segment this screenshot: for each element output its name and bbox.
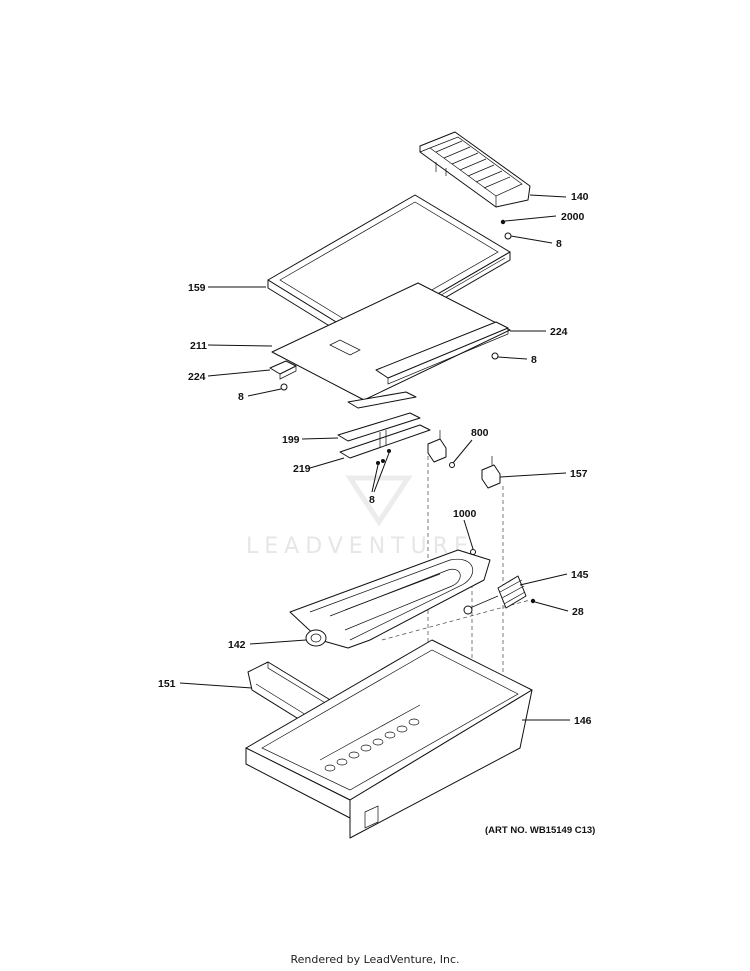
part-219-rail[interactable] (339, 424, 431, 459)
callout-219: 219 (293, 463, 311, 475)
watermark-text: LEADVENTURE (246, 534, 474, 559)
part-224-support-bracket-right[interactable] (375, 321, 509, 385)
callout-28: 28 (572, 606, 584, 618)
callout-159: 159 (188, 282, 206, 294)
callout-8: 8 (556, 238, 562, 250)
callout-8: 8 (531, 354, 537, 366)
leader-lines (179, 194, 570, 721)
part-800-bracket[interactable] (427, 430, 447, 463)
footer-credit: Rendered by LeadVenture, Inc. (290, 953, 460, 966)
part-142-burner-tube[interactable] (289, 549, 491, 649)
callout-151: 151 (158, 678, 176, 690)
part-146-burner-box[interactable] (245, 639, 533, 839)
art-number: (ART NO. WB15149 C13) (485, 825, 595, 836)
screw-fasteners (280, 219, 536, 604)
part-211-gasket-sheet[interactable] (271, 282, 511, 401)
part-157-bracket[interactable] (481, 456, 501, 489)
callout-labels: 140 2000 8 159 224 211 8 224 8 800 199 1… (158, 191, 592, 727)
callout-224: 224 (550, 326, 568, 338)
callout-1000: 1000 (453, 508, 477, 520)
part-145-igniter[interactable] (463, 575, 527, 615)
callout-142: 142 (228, 639, 246, 651)
callout-8: 8 (369, 494, 375, 506)
tray-vent-holes (324, 718, 420, 772)
callout-157: 157 (570, 468, 588, 480)
callout-8: 8 (238, 391, 244, 403)
part-199-rail[interactable] (337, 391, 421, 442)
callout-199: 199 (282, 434, 300, 446)
callout-146: 146 (574, 715, 592, 727)
callout-211: 211 (190, 340, 207, 352)
part-224-support-bracket-left[interactable] (269, 360, 297, 380)
part-140-vent-grille[interactable] (419, 131, 531, 208)
callout-800: 800 (471, 427, 489, 439)
leadventure-watermark: LEADVENTURE (246, 475, 474, 559)
callout-145: 145 (571, 569, 589, 581)
callout-140: 140 (571, 191, 589, 203)
callout-2000: 2000 (561, 211, 585, 223)
callout-224: 224 (188, 371, 206, 383)
